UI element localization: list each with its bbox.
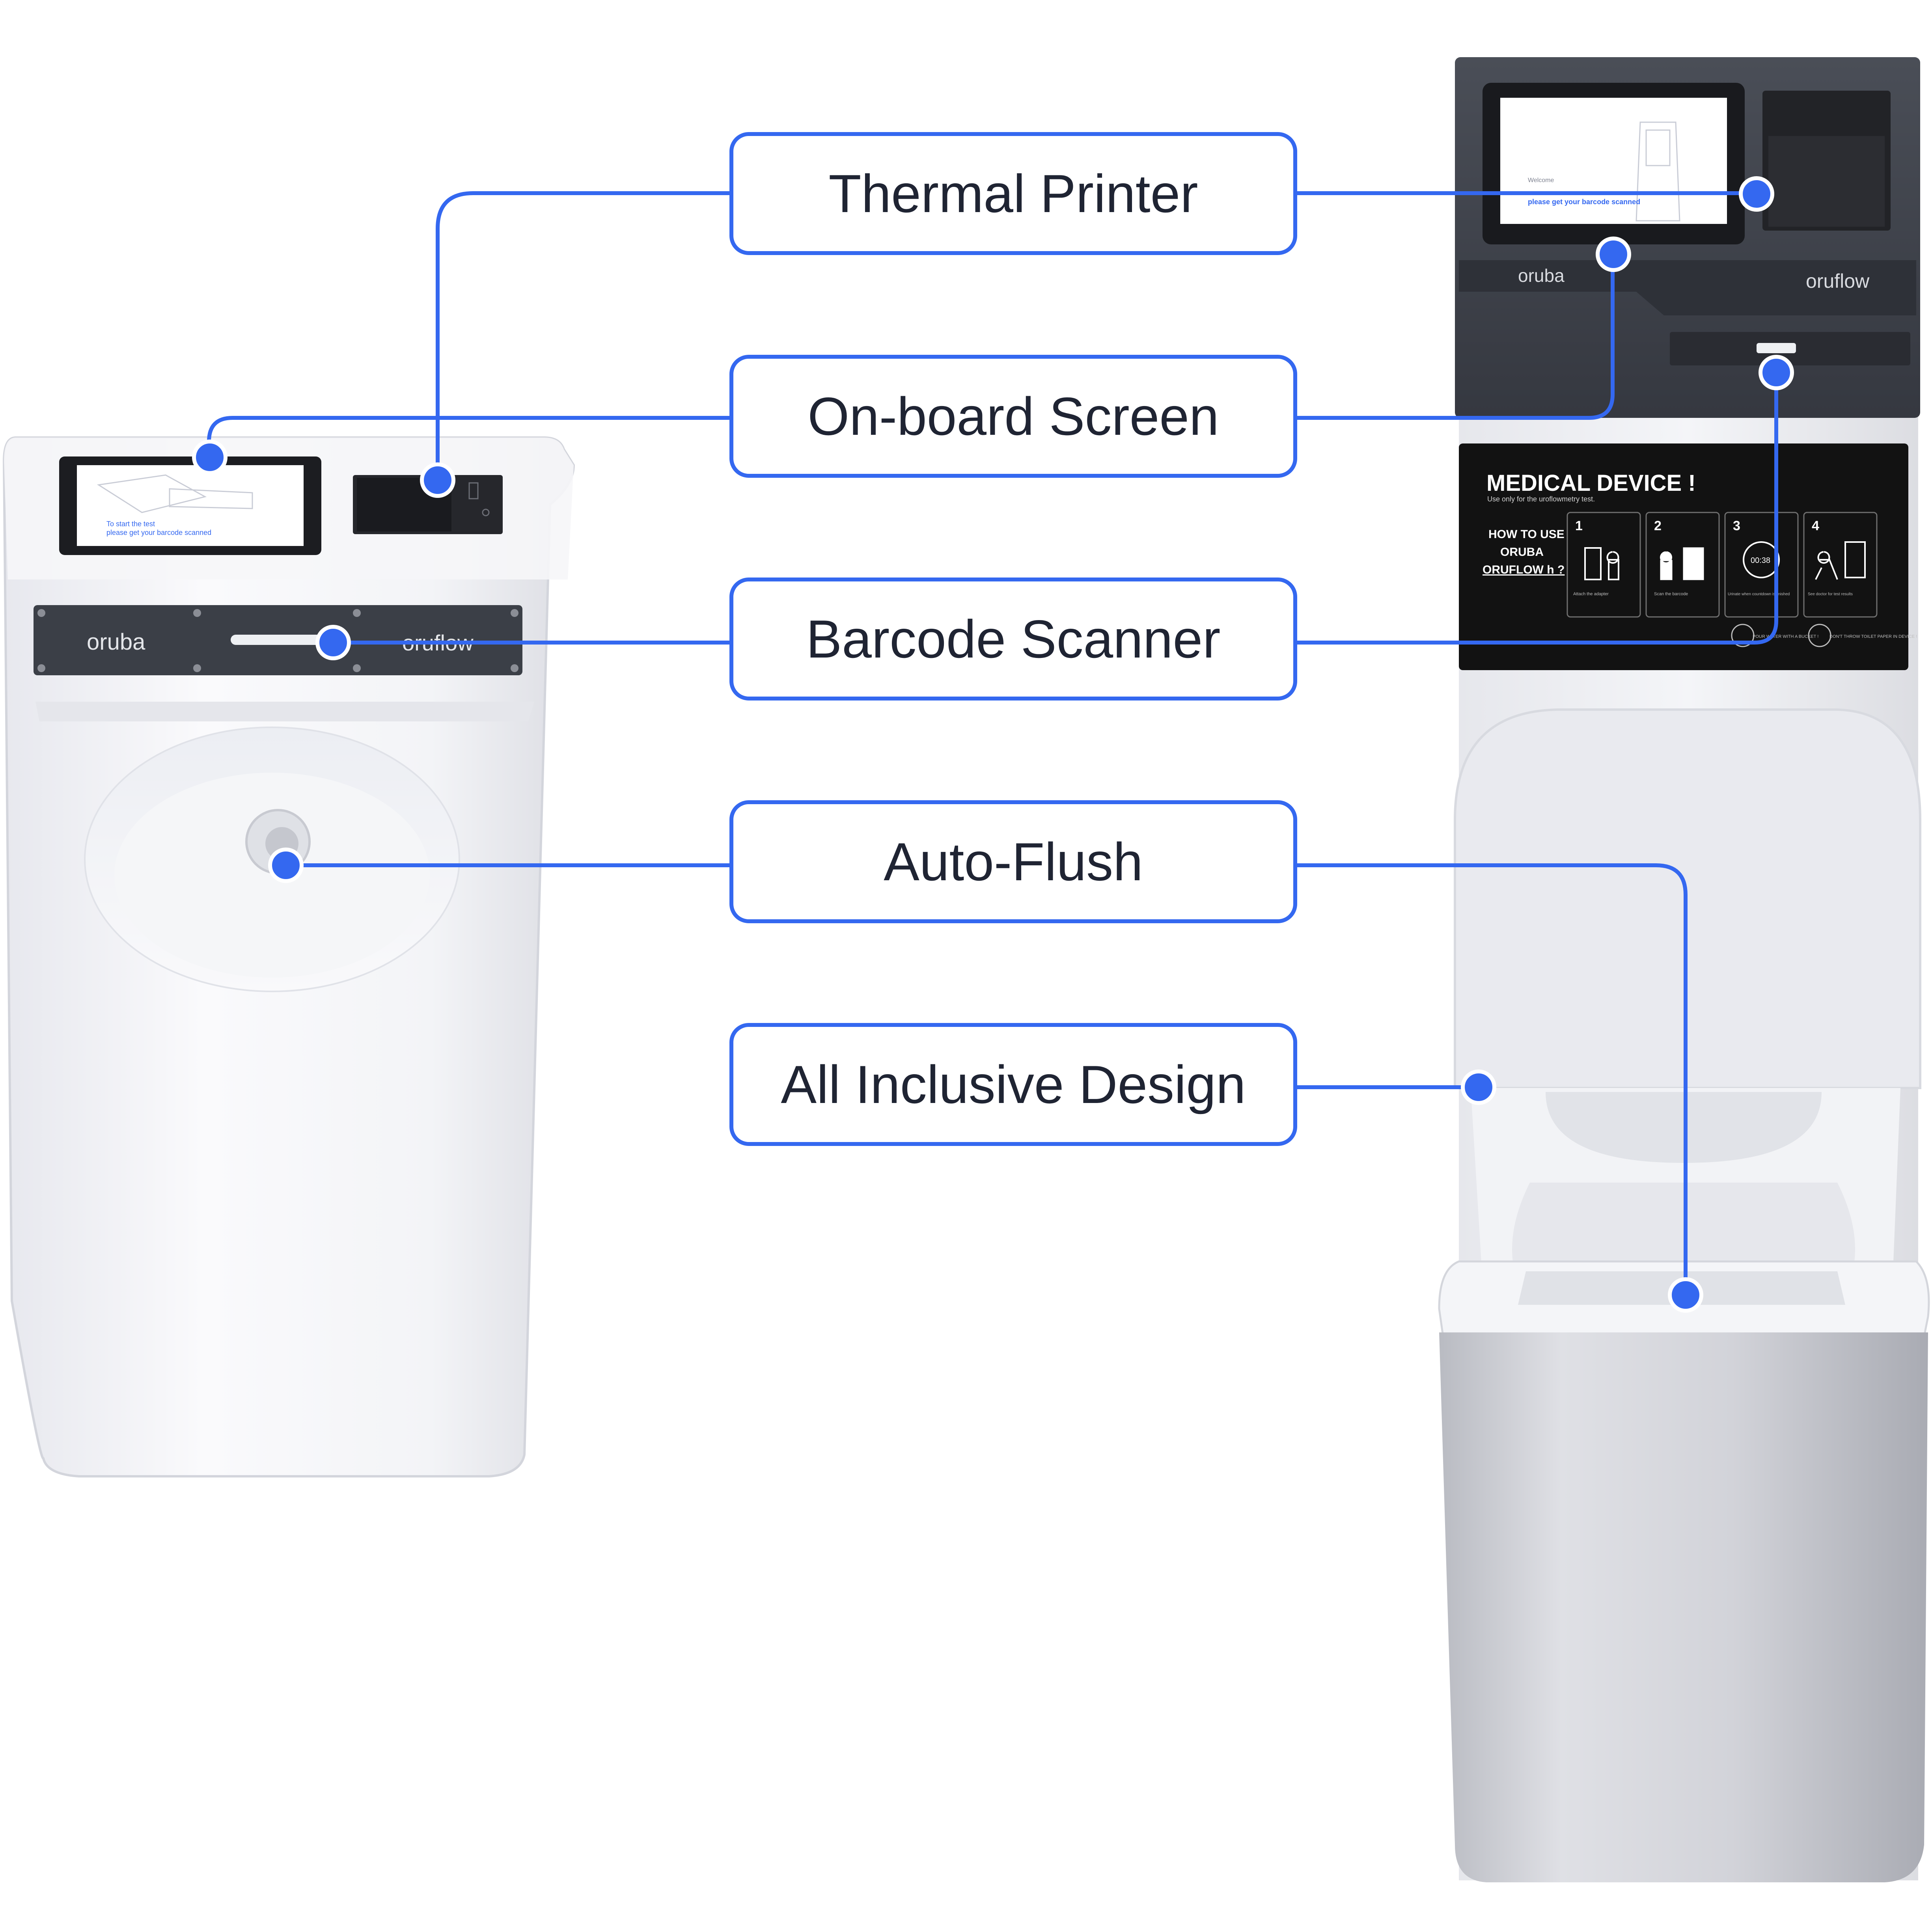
toilet-printer-slot [1768, 136, 1885, 227]
callout-on-board-screen: On-board Screen [729, 355, 1297, 478]
dot-thermal-printer-urinal [420, 462, 455, 498]
step-1-icon [1584, 547, 1619, 580]
dot-auto-flush-urinal [268, 848, 304, 883]
callout-label-barcode-scanner: Barcode Scanner [806, 609, 1221, 669]
dot-barcode-scanner-toilet [1759, 355, 1794, 390]
screw [193, 664, 201, 672]
callout-all-inclusive-design: All Inclusive Design [729, 1023, 1297, 1146]
toilet-brand-label: oruba [1518, 265, 1565, 286]
step-number-4: 4 [1812, 518, 1819, 533]
callout-box [729, 1023, 1297, 1146]
step-3-timer: 00:38 [1751, 556, 1770, 565]
urinal-unit: To start the test please get your barcod… [2, 436, 575, 1477]
dot-all-inclusive-design [1461, 1069, 1496, 1105]
step-card-2 [1645, 512, 1720, 618]
toilet-base [1439, 1332, 1928, 1882]
step-number-1: 1 [1575, 518, 1583, 533]
urinal-screen-sketch [97, 474, 253, 513]
step-card-3 [1724, 512, 1799, 618]
urinal-bowl-shadow [35, 702, 534, 721]
step-caption-4: See doctor for test results [1808, 592, 1853, 596]
how-to-line-3: ORUFLOW h ? [1483, 563, 1565, 576]
toilet-product-label: oruflow [1806, 270, 1870, 292]
callout-connectors [207, 191, 1778, 1293]
callout-barcode-scanner: Barcode Scanner [729, 578, 1297, 701]
screw [37, 664, 45, 672]
callout-label-on-board-screen: On-board Screen [807, 386, 1219, 446]
callout-label-thermal-printer: Thermal Printer [828, 164, 1198, 224]
step-caption-2: Scan the barcode [1654, 592, 1688, 596]
how-to-line-2: ORUBA [1500, 546, 1544, 559]
urinal-scanner-window [231, 635, 343, 645]
toilet-screen-line-1: Welcome [1528, 177, 1554, 184]
callout-box [729, 578, 1297, 701]
connector-barcode-scanner-right [1295, 373, 1778, 645]
panel-subtitle: Use only for the uroflowmetry test. [1487, 495, 1595, 503]
step-caption-1: Attach the adapter [1573, 592, 1609, 596]
callout-thermal-printer: Thermal Printer [729, 132, 1297, 255]
screw [353, 609, 361, 617]
step-card-4 [1803, 512, 1878, 618]
screw [353, 664, 361, 672]
screw [193, 609, 201, 617]
panel-title: MEDICAL DEVICE ! [1486, 470, 1696, 496]
dot-thermal-printer-toilet [1739, 176, 1774, 212]
no-water-icon [1731, 624, 1755, 647]
callout-box [729, 132, 1297, 255]
urinal-printer-led [482, 509, 490, 516]
screw [511, 609, 518, 617]
urinal-screen-line-1: To start the test [106, 520, 155, 528]
step-4-icon [1815, 541, 1866, 580]
toilet-screen-line-2: please get your barcode scanned [1528, 198, 1640, 206]
no-paper-icon [1808, 624, 1831, 647]
urinal-brand-label: oruba [87, 629, 145, 655]
dot-auto-flush-toilet [1668, 1277, 1703, 1313]
connector-thermal-printer-left [436, 191, 731, 479]
toilet-scanner-window [1757, 343, 1796, 353]
dot-on-board-screen-toilet [1596, 237, 1631, 272]
dot-on-board-screen-urinal [192, 440, 228, 475]
step-2-icon [1660, 547, 1704, 580]
how-to-line-1: HOW TO USE [1488, 528, 1565, 541]
step-number-2: 2 [1654, 518, 1662, 533]
screw [37, 609, 45, 617]
callout-box [729, 800, 1297, 923]
toilet-screen-sketch [1635, 121, 1680, 222]
urinal-screen [77, 465, 304, 546]
urinal-printer-button [468, 482, 479, 499]
step-number-3: 3 [1733, 518, 1740, 533]
instruction-steps: 1 2 3 4 00:38 Attach the adapter Scan th… [1566, 512, 1878, 618]
step-3-timer-icon [1743, 541, 1780, 578]
connector-on-board-screen-left [207, 416, 731, 457]
toilet-screen [1500, 98, 1727, 224]
connector-on-board-screen-right [1295, 254, 1615, 420]
callout-box [729, 355, 1297, 478]
warning-2: DON'T THROW TOILET PAPER IN DEVICE ! [1829, 634, 1917, 639]
callout-label-auto-flush: Auto-Flush [884, 832, 1143, 892]
toilet-brand-strip [1459, 260, 1916, 315]
dot-barcode-scanner-urinal [315, 625, 351, 660]
step-card-1 [1566, 512, 1641, 618]
urinal-screen-line-2: please get your barcode scanned [106, 529, 211, 537]
callout-auto-flush: Auto-Flush [729, 800, 1297, 923]
step-caption-3: Urinate when countdown is finished [1728, 592, 1790, 596]
callout-dots [192, 176, 1794, 1313]
callout-label-all-inclusive-design: All Inclusive Design [781, 1054, 1246, 1114]
connector-auto-flush-right [1295, 863, 1688, 1293]
screw [511, 664, 518, 672]
